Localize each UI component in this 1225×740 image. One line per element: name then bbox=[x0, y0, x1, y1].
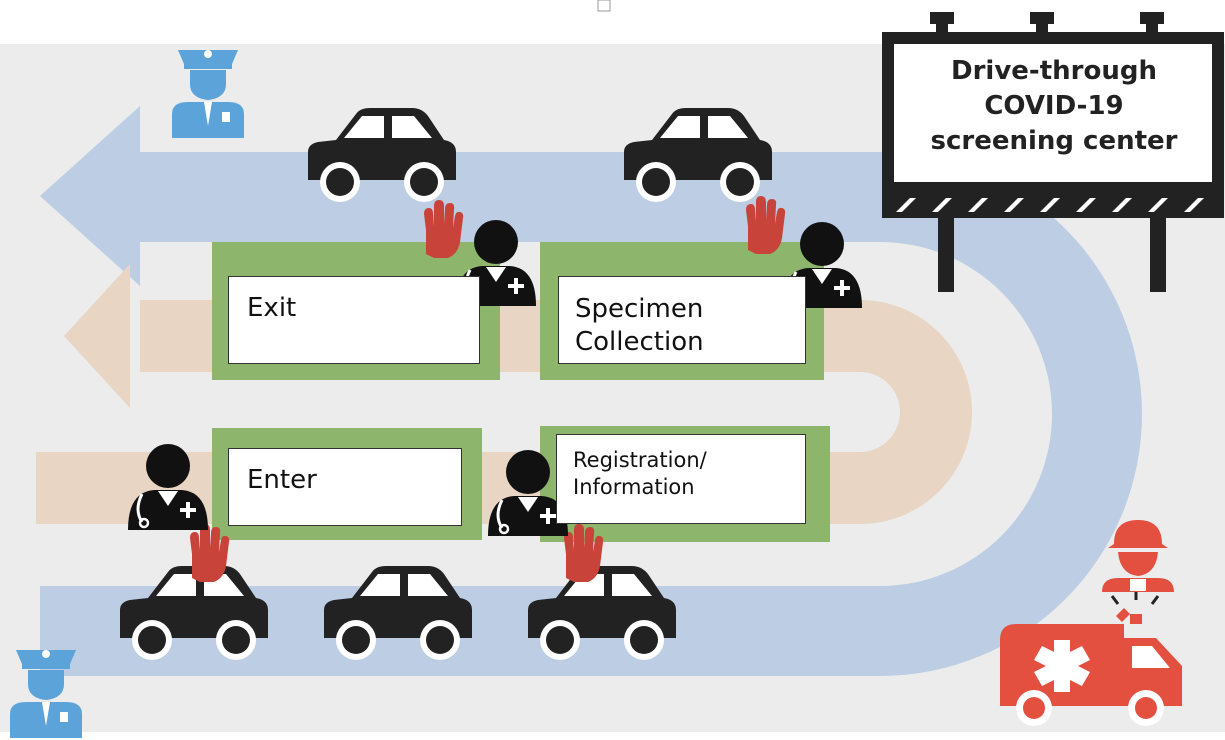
exit-station-box: Exit bbox=[228, 276, 480, 364]
specimen-collection-label: Specimen Collection bbox=[575, 294, 704, 357]
exit-label: Exit bbox=[247, 293, 297, 323]
registration-information-box: Registration/ Information bbox=[556, 434, 806, 524]
enter-station-box: Enter bbox=[228, 448, 462, 526]
registration-information-label: Registration/ Information bbox=[573, 448, 707, 500]
specimen-collection-box: Specimen Collection bbox=[558, 276, 806, 364]
enter-label: Enter bbox=[247, 465, 317, 495]
firefighter-icon bbox=[1102, 520, 1174, 592]
sign-title: Drive-through COVID-19 screening center bbox=[930, 56, 1178, 157]
ambulance-icon bbox=[1000, 592, 1182, 726]
billboard-icon bbox=[882, 12, 1224, 292]
